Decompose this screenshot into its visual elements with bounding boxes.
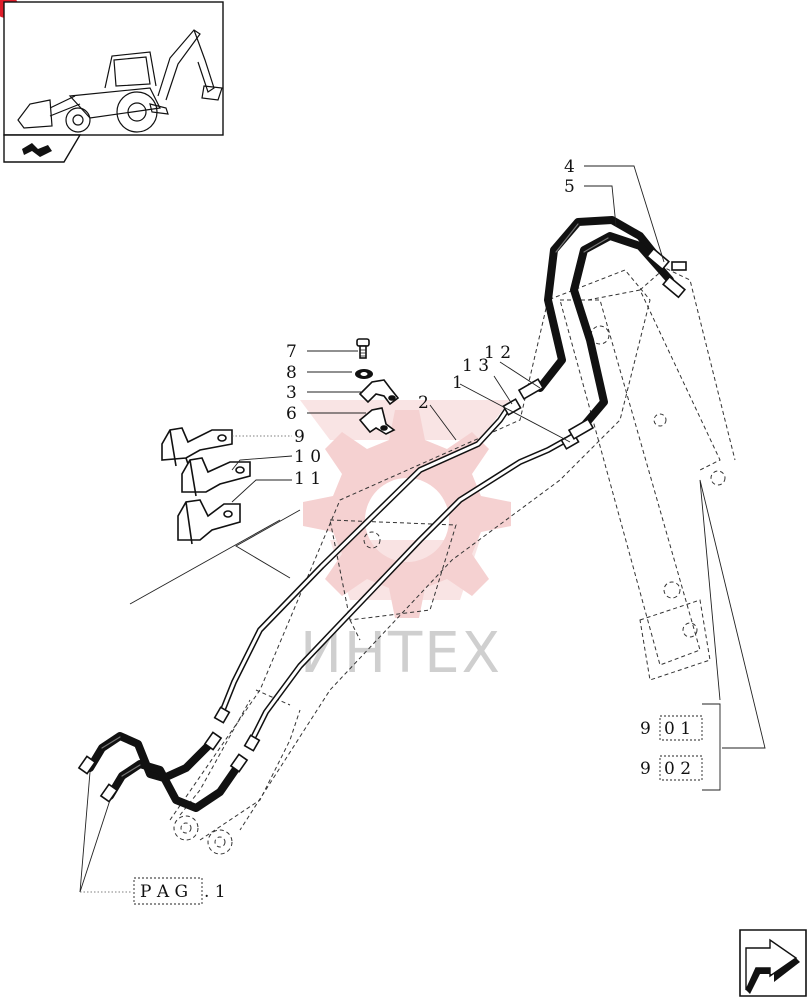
leader-lines (79, 165, 766, 893)
callout-8: 8 (286, 363, 297, 383)
bracket-10-icon (181, 457, 251, 497)
bracket-11-icon (177, 499, 241, 545)
callout-5: 5 (564, 177, 575, 197)
bolt-icon (356, 338, 370, 359)
ref-pag-suffix: . 1 (204, 882, 226, 902)
boom-outline (169, 267, 736, 855)
bracket-9-icon (161, 427, 233, 471)
ref-902[interactable]: 9 0 2 (640, 755, 703, 781)
callout-7: 7 (286, 342, 297, 362)
ref-pag-code: P A G (140, 882, 188, 902)
gear-watermark-icon (300, 400, 511, 618)
hose-coupling-icon (517, 247, 687, 440)
callout-6: 6 (286, 404, 297, 424)
hose-upper (536, 216, 674, 432)
callout-11: 1 1 (294, 469, 321, 489)
clamp-lower-icon (358, 407, 396, 435)
hose-lower (86, 732, 242, 812)
callout-2: 2 (418, 393, 429, 413)
washer-icon (355, 369, 373, 379)
watermark: ИНТЕХ (300, 400, 511, 686)
ref-901-prefix: 9 (640, 719, 651, 739)
callout-labels: 7 8 3 6 9 1 0 1 1 2 1 1 3 1 2 4 5 (286, 157, 575, 489)
callout-9: 9 (294, 427, 305, 447)
callout-4: 4 (564, 157, 575, 177)
thumbnail-panel (0, 0, 224, 163)
ref-901[interactable]: 9 0 1 (640, 715, 703, 741)
ref-902-prefix: 9 (640, 759, 651, 779)
ref-902-code: 0 2 (664, 759, 691, 779)
ref-pag[interactable]: P A G . 1 (133, 877, 226, 905)
ref-901-code: 0 1 (664, 719, 691, 739)
thumbnail-nav-icon[interactable] (22, 143, 52, 157)
clamp-upper-icon (358, 379, 400, 406)
next-page-arrow-icon[interactable] (739, 929, 807, 997)
callout-3: 3 (286, 383, 297, 403)
pipe-right (249, 437, 569, 743)
callout-1: 1 (452, 373, 463, 393)
hose-coupling-icon (77, 731, 249, 803)
backhoe-loader-icon (17, 29, 223, 133)
callout-13: 1 3 (462, 356, 489, 376)
callout-10: 1 0 (294, 447, 321, 467)
callout-12: 1 2 (484, 343, 511, 363)
pipe-left (219, 405, 511, 715)
